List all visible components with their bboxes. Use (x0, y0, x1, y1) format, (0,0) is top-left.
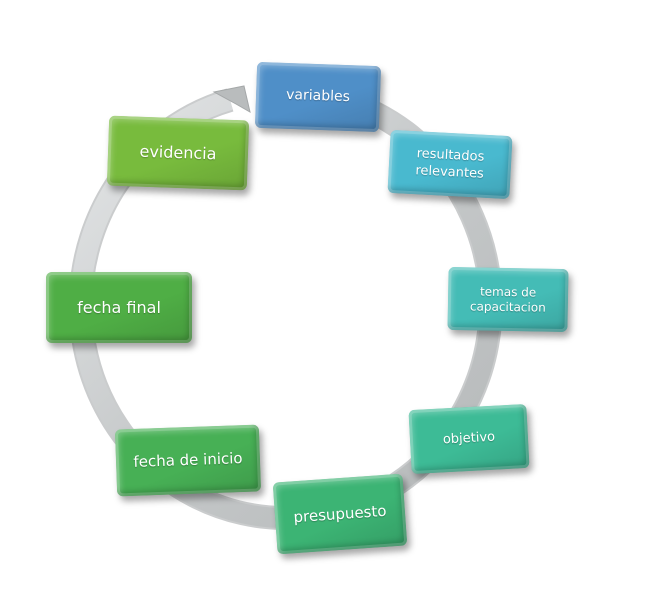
node-objetivo: objetivo (408, 403, 530, 475)
node-resultados-relevantes: resultados relevantes (387, 129, 513, 200)
node-fecha-de-inicio: fecha de inicio (114, 424, 262, 497)
node-presupuesto: presupuesto (272, 473, 408, 555)
node-variables: variables (254, 61, 382, 133)
node-evidencia: evidencia (106, 115, 250, 191)
node-temas-de-capacitacion: temas de capacitacion (447, 266, 569, 333)
arrow-head-icon (212, 85, 251, 114)
node-fecha-final: fecha final (46, 272, 192, 343)
